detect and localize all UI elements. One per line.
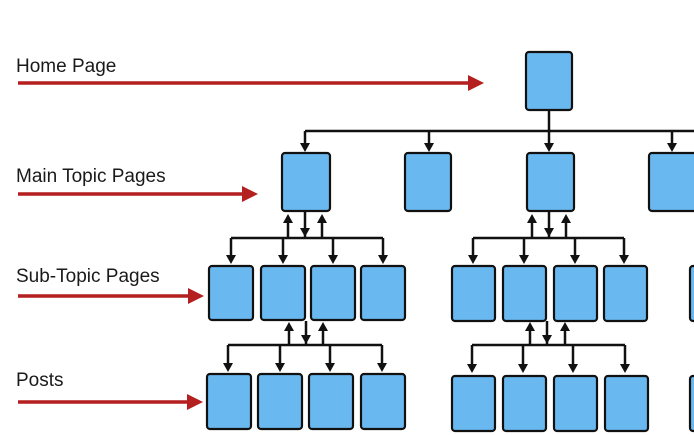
arrow-up-head <box>561 214 571 223</box>
arrow-down-head <box>275 363 285 372</box>
arrow-down-head <box>377 363 387 372</box>
post-box <box>205 372 253 431</box>
arrow-down-head <box>300 228 310 237</box>
sub-topic-box <box>602 264 649 323</box>
arrow-down-head <box>467 364 477 373</box>
sub-topic-box <box>359 264 407 322</box>
connectors <box>223 110 694 373</box>
main-topic-box <box>403 151 453 213</box>
arrow-down-head <box>300 143 310 152</box>
arrow-down-head <box>519 255 529 264</box>
sub-topic-pointer-arrow-head <box>188 288 204 304</box>
arrow-down-head <box>570 255 580 264</box>
arrow-up-head <box>283 214 293 223</box>
post-box <box>603 374 650 433</box>
arrow-down-head <box>568 364 578 373</box>
arrow-down-head <box>544 143 554 152</box>
arrow-up-head <box>525 322 535 331</box>
sub-topic-box <box>259 264 307 322</box>
arrow-down-head <box>620 364 630 373</box>
main-topic-pointer-arrow-head <box>242 186 258 202</box>
arrow-down-head <box>542 335 552 344</box>
sub-topic-box <box>309 264 357 322</box>
arrow-up-head <box>317 214 327 223</box>
arrow-down-head <box>544 228 554 237</box>
posts-pointer-arrow-head <box>187 394 203 410</box>
sub-topic-box <box>501 264 548 323</box>
arrow-down-head <box>325 363 335 372</box>
arrow-down-head <box>226 255 236 264</box>
arrow-down-head <box>378 255 388 264</box>
main-topic-box <box>280 151 332 213</box>
main-topic-box <box>647 151 694 213</box>
arrow-down-head <box>278 255 288 264</box>
arrow-down-head <box>301 335 311 344</box>
arrow-down-head <box>424 143 434 152</box>
post-box <box>552 374 599 433</box>
arrow-up-head <box>284 322 294 331</box>
arrow-down-head <box>468 255 478 264</box>
home-page-label: Home Page <box>16 56 117 77</box>
arrow-up-head <box>527 214 537 223</box>
arrow-up-head <box>560 322 570 331</box>
post-box <box>307 372 355 431</box>
home-pointer-arrow-head <box>468 75 484 91</box>
home-page-box <box>524 50 574 112</box>
main-topic-pages-label: Main Topic Pages <box>16 166 166 187</box>
arrow-down-head <box>328 255 338 264</box>
post-box-partial <box>688 374 694 433</box>
post-box <box>501 374 548 433</box>
posts-label: Posts <box>16 370 64 391</box>
page-boxes <box>205 50 694 433</box>
arrow-up-head <box>318 322 328 331</box>
post-box <box>359 372 407 431</box>
arrow-down-head <box>667 143 677 152</box>
pointer-arrows <box>18 75 484 410</box>
sub-topic-box-partial <box>688 264 694 323</box>
post-box <box>256 372 304 431</box>
sub-topic-box <box>450 264 497 323</box>
post-box <box>450 374 497 433</box>
arrow-down-head <box>223 363 233 372</box>
sub-topic-box <box>207 264 255 322</box>
arrow-down-head <box>518 364 528 373</box>
main-topic-box <box>525 151 576 213</box>
sub-topic-box <box>552 264 599 323</box>
arrow-down-head <box>619 255 629 264</box>
sub-topic-pages-label: Sub-Topic Pages <box>16 266 160 287</box>
